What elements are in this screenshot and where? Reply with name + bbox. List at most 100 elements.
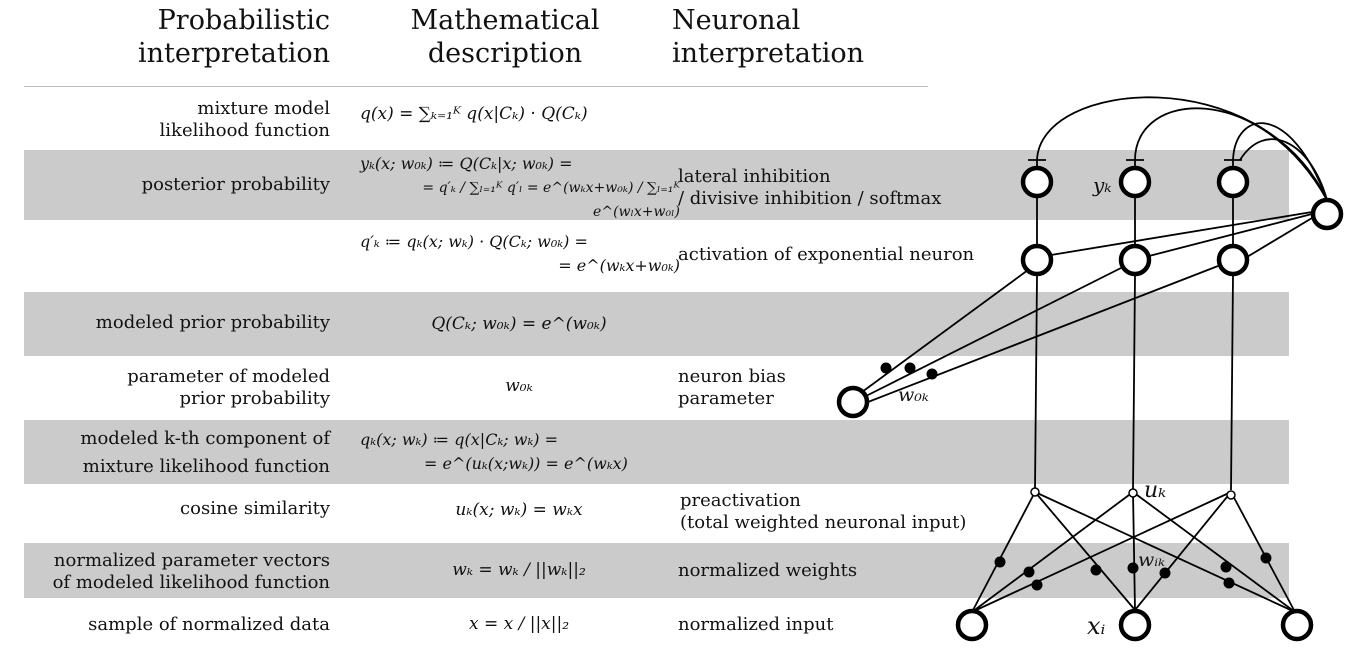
prob-cell: posterior probability <box>24 174 330 196</box>
neur-cell: neuron bias parameter <box>678 366 1018 410</box>
prob-text: cosine similarity <box>180 498 330 519</box>
math-formula: = e^(uₖ(x;wₖ)) = e^(wₖx) <box>424 454 628 473</box>
neur-text: (total weighted neuronal input) <box>680 512 967 533</box>
bias-synapse <box>926 368 938 380</box>
header-mathematical-line2: description <box>427 38 583 69</box>
prob-cell: parameter of modeled prior probability <box>24 366 330 410</box>
weight-synapse <box>1031 579 1043 591</box>
math-formula: = q′ₖ / ∑ₗ₌₁ᴷ q′ₗ = e^(wₖx+w₀ₖ) / ∑ₗ₌₁ᴷ … <box>422 180 680 220</box>
weight-synapse <box>1223 577 1235 589</box>
bias-connection <box>867 265 1219 403</box>
math-cell: w₀ₖ <box>354 374 684 398</box>
weight-label: wᵢₖ <box>1138 549 1165 571</box>
math-formula: Q(Cₖ; w₀ₖ) = e^(w₀ₖ) <box>431 314 607 334</box>
math-formula: uₖ(x; wₖ) = wₖx <box>455 500 583 520</box>
input-connection <box>971 491 1134 613</box>
band-normalized-weights <box>24 543 1289 598</box>
summing-junction <box>1030 487 1040 497</box>
input-connection <box>971 491 1036 613</box>
band-posterior <box>24 150 1289 220</box>
header-probabilistic: Probabilistic interpretation <box>120 4 330 70</box>
output-neuron <box>1118 165 1152 199</box>
header-mathematical-line1: Mathematical <box>410 5 600 36</box>
neur-text: normalized weights <box>678 560 858 581</box>
inhibitory-neuron <box>1310 197 1344 231</box>
summing-junction <box>1226 490 1236 500</box>
input-connection <box>1132 491 1296 613</box>
math-cell: wₖ = wₖ / ||wₖ||₂ <box>354 558 684 582</box>
prob-text: prior probability <box>179 388 330 409</box>
input-connection <box>1134 491 1232 611</box>
header-probabilistic-line2: interpretation <box>137 38 330 69</box>
math-formula: q′ₖ ≔ qₖ(x; wₖ) · Q(Cₖ; w₀ₖ) = <box>360 232 588 251</box>
math-cell: qₖ(x; wₖ) ≔ q(x|Cₖ; wₖ) = = e^(uₖ(x;wₖ))… <box>354 428 684 476</box>
prob-text: mixture likelihood function <box>82 456 330 477</box>
bias-weight-label: w₀ₖ <box>898 384 929 406</box>
lateral-connection <box>1148 213 1313 257</box>
weight-synapse <box>1220 561 1232 573</box>
activation-neuron <box>1118 243 1152 277</box>
weight-synapse <box>1023 566 1035 578</box>
header-mathematical: Mathematical description <box>350 4 660 70</box>
input-connection <box>1034 491 1296 613</box>
output-neuron <box>1216 165 1250 199</box>
neur-text: lateral inhibition <box>678 166 831 187</box>
neural-network-diagram: yₖ w₀ₖ uₖ wᵢₖ xᵢ <box>836 96 1344 642</box>
band-prior <box>24 292 1289 356</box>
prob-text: posterior probability <box>141 174 330 195</box>
preactivation-link <box>1132 275 1136 491</box>
input-connection <box>1132 491 1136 611</box>
bias-synapse <box>880 362 892 374</box>
weight-synapse <box>1090 564 1102 576</box>
neur-text: neuron bias <box>678 366 786 387</box>
prob-cell: modeled k-th component of mixture likeli… <box>24 428 330 478</box>
prob-cell: modeled prior probability <box>24 312 330 334</box>
math-cell: yₖ(x; w₀ₖ) ≔ Q(Cₖ|x; w₀ₖ) = = q′ₖ / ∑ₗ₌₁… <box>354 152 684 224</box>
bias-connection <box>861 269 1029 393</box>
neur-text: preactivation <box>680 490 801 511</box>
input-neuron <box>955 608 989 642</box>
prob-cell: sample of normalized data <box>24 614 330 636</box>
math-formula: w₀ₖ <box>505 376 533 396</box>
bias-synapse <box>904 362 916 374</box>
bias-connection <box>865 267 1122 397</box>
weight-synapse <box>1260 552 1272 564</box>
neur-text: activation of exponential neuron <box>678 244 975 265</box>
inhibition-arc <box>1036 96 1328 201</box>
summing-junction <box>1128 488 1138 498</box>
header-probabilistic-line1: Probabilistic <box>157 5 330 36</box>
neur-text: normalized input <box>678 614 834 635</box>
activation-neuron <box>1020 243 1054 277</box>
math-cell: Q(Cₖ; w₀ₖ) = e^(w₀ₖ) <box>354 312 684 336</box>
output-label: yₖ <box>1092 173 1112 197</box>
weight-synapse <box>1127 562 1139 574</box>
input-connection <box>1034 491 1136 611</box>
neur-cell: normalized input <box>678 614 1018 636</box>
inhibition-arc <box>1239 138 1328 201</box>
lateral-connection <box>1050 211 1313 256</box>
neur-cell: normalized weights <box>678 560 1018 582</box>
prob-text: sample of normalized data <box>88 614 330 635</box>
math-formula: wₖ = wₖ / ||wₖ||₂ <box>452 560 586 580</box>
inhibition-arc <box>1134 107 1328 201</box>
activation-neuron <box>1216 243 1250 277</box>
math-formula: x = x / ||x||₂ <box>468 614 570 634</box>
prob-cell: cosine similarity <box>24 498 330 520</box>
math-cell: uₖ(x; wₖ) = wₖx <box>354 498 684 522</box>
neur-cell: activation of exponential neuron <box>678 244 1018 266</box>
header-neuronal-line2: interpretation <box>672 38 865 69</box>
math-cell: q(x) = ∑ₖ₌₁ᴷ q(x|Cₖ) · Q(Cₖ) <box>354 102 684 126</box>
header-neuronal-line1: Neuronal <box>672 5 801 36</box>
input-neuron <box>1118 608 1152 642</box>
neur-text: parameter <box>678 388 774 409</box>
bias-neuron <box>836 385 870 419</box>
neur-cell: preactivation (total weighted neuronal i… <box>680 490 1020 534</box>
prob-cell: normalized parameter vectors of modeled … <box>24 550 330 594</box>
prob-text: likelihood function <box>159 120 330 141</box>
weight-synapse <box>1159 567 1171 579</box>
input-neuron <box>1280 608 1314 642</box>
header-neuronal: Neuronal interpretation <box>672 4 932 70</box>
math-formula: = e^(wₖx+w₀ₖ) <box>558 256 680 275</box>
input-connection <box>971 491 1232 613</box>
preactivation-link <box>1034 275 1038 491</box>
